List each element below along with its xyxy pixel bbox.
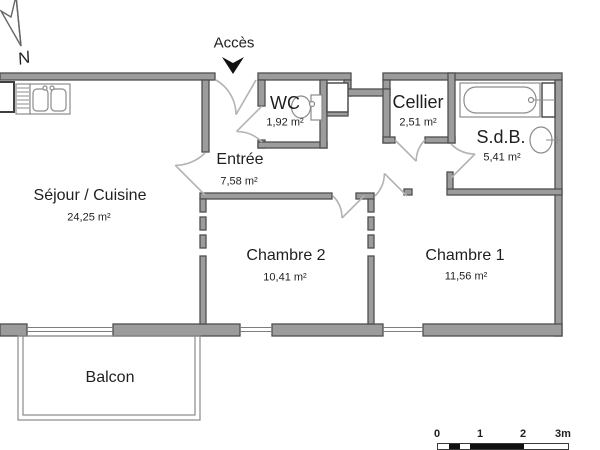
door-chambre2 [332, 195, 365, 219]
scale-label-1: 1 [476, 428, 484, 440]
scale-label-2: 2 [519, 428, 527, 440]
room-area-chambre2: 10,41 m² [263, 271, 307, 284]
access-label: Accès [213, 34, 255, 52]
scale-label-0: 0 [433, 428, 441, 440]
kitchen-sink-icon [29, 83, 71, 115]
room-label-cellier: Cellier [392, 92, 444, 112]
partition-chambre2-chambre1 [367, 198, 375, 325]
room-area-entree: 7,58 m² [220, 175, 258, 188]
window-chambre1 [383, 327, 423, 332]
door-wc [235, 105, 263, 143]
interior-walls [199, 72, 563, 325]
door-cellier [394, 139, 426, 162]
door-chambre1 [374, 172, 408, 197]
windows [27, 327, 423, 332]
door-sejour [174, 152, 206, 196]
window-chambre2 [240, 327, 272, 332]
toilet-icon [290, 94, 323, 121]
washbasin-icon [529, 126, 561, 154]
room-area-wc: 1,92 m² [266, 116, 304, 129]
room-label-wc: WC [270, 93, 300, 113]
scale-label-3: 3m [555, 428, 571, 440]
room-label-sejour: Séjour / Cuisine [33, 187, 147, 204]
window-sejour-balcony [27, 327, 113, 332]
kitchen-appliance [0, 81, 15, 113]
room-area-cellier: 2,51 m² [399, 116, 437, 129]
room-label-balcon: Balcon [85, 369, 135, 386]
room-area-sdb: 5,41 m² [483, 151, 521, 164]
partition-sejour-chambre2 [199, 198, 207, 325]
duct-box-wc [326, 82, 349, 113]
scale-bar: 0 1 2 3m [433, 428, 571, 450]
scale-strip [437, 443, 569, 450]
balcony-rail [17, 335, 201, 421]
access-arrow-icon [222, 57, 244, 74]
door-sdb [450, 143, 476, 179]
room-label-entree: Entrée [216, 151, 264, 168]
door-entry [215, 79, 257, 116]
doors [174, 79, 476, 219]
north-compass-icon [0, 0, 22, 47]
room-area-sejour: 24,25 m² [67, 211, 111, 224]
room-label-sdb: S.d.B. [476, 127, 526, 147]
room-label-chambre2: Chambre 2 [246, 247, 326, 264]
room-area-chambre1: 11,56 m² [444, 270, 488, 283]
outer-walls [0, 72, 563, 337]
kitchen-counter [15, 83, 31, 115]
room-label-chambre1: Chambre 1 [425, 247, 505, 264]
bathtub-icon [459, 82, 555, 118]
